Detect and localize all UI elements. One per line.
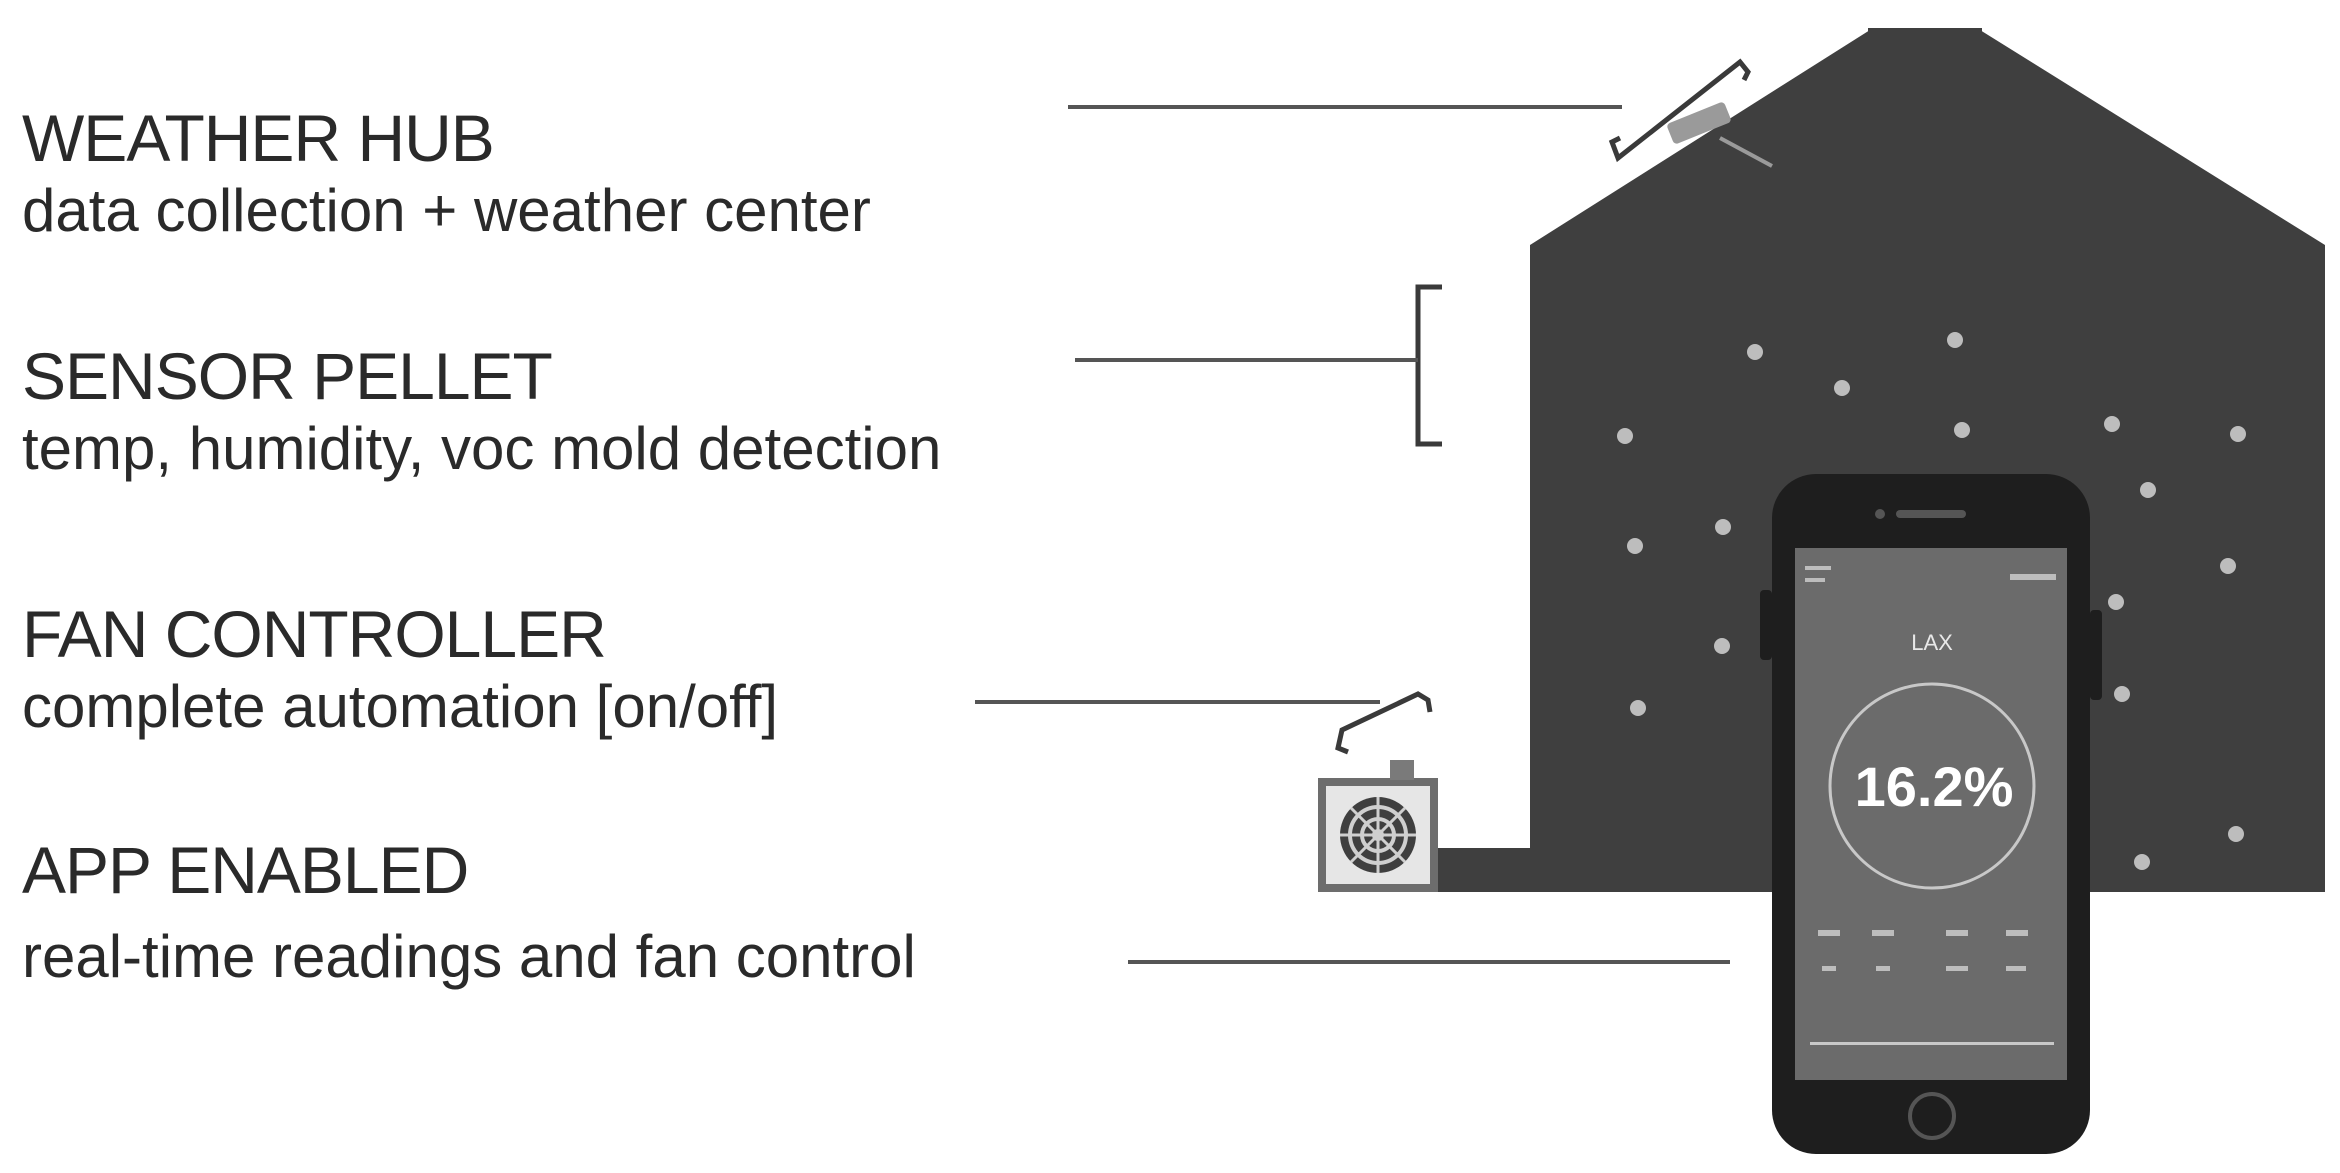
feature-title: APP ENABLED — [22, 833, 469, 907]
building-silhouette — [1530, 30, 2325, 892]
feature-weather-hub: WEATHER HUB data collection + weather ce… — [22, 100, 871, 246]
metric-row — [1818, 930, 2028, 971]
weather-hub-device — [1667, 102, 1773, 168]
sensor-pellet-dot — [2114, 686, 2130, 702]
fan-controller-bracket — [1335, 691, 1433, 755]
sensor-pellet-dot — [2108, 594, 2124, 610]
feature-app-enabled: APP ENABLED real-time readings and fan c… — [22, 832, 916, 992]
sensor-pellet-bracket — [1415, 284, 1442, 447]
moisture-reading: 16.2% — [1855, 755, 2014, 818]
sensor-pellet-dot — [1747, 344, 1763, 360]
weather-hub-bracket — [1608, 58, 1751, 163]
feature-title: SENSOR PELLET — [22, 339, 553, 413]
fan-controller-unit — [1318, 760, 1438, 892]
feature-fan-controller: FAN CONTROLLER complete automation [on/o… — [22, 596, 778, 742]
sensor-pellets — [1617, 332, 2246, 870]
sensor-pellet-dot — [2230, 426, 2246, 442]
roof-cap — [1868, 28, 1982, 36]
phone-screen — [1795, 548, 2067, 1080]
phone-header-label: LAX — [1911, 630, 1953, 655]
sensor-pellet-dot — [2104, 416, 2120, 432]
feature-description: real-time readings and fan control — [22, 923, 916, 990]
sensor-pellet-dot — [2140, 482, 2156, 498]
feature-title: WEATHER HUB — [22, 101, 495, 175]
feature-title: FAN CONTROLLER — [22, 597, 607, 671]
sensor-pellet-dot — [1714, 638, 1730, 654]
sensor-pellet-dot — [1947, 332, 1963, 348]
sensor-pellet-dot — [1627, 538, 1643, 554]
feature-description: data collection + weather center — [22, 177, 871, 244]
sensor-pellet-dot — [2220, 558, 2236, 574]
sensor-pellet-dot — [2134, 854, 2150, 870]
feature-description: complete automation [on/off] — [22, 673, 779, 740]
screen-slider-bar — [1810, 1042, 2054, 1045]
feature-description: temp, humidity, voc mold detection — [22, 415, 942, 482]
feature-sensor-pellet: SENSOR PELLET temp, humidity, voc mold d… — [22, 338, 941, 484]
sensor-pellet-dot — [1630, 700, 1646, 716]
sensor-pellet-dot — [1954, 422, 1970, 438]
reading-gauge — [1828, 682, 2036, 890]
sensor-pellet-dot — [2228, 826, 2244, 842]
smartphone — [1760, 474, 2102, 1154]
home-button — [1908, 1092, 1956, 1140]
sensor-pellet-dot — [1834, 380, 1850, 396]
sensor-pellet-dot — [1715, 519, 1731, 535]
sensor-pellet-dot — [1617, 428, 1633, 444]
